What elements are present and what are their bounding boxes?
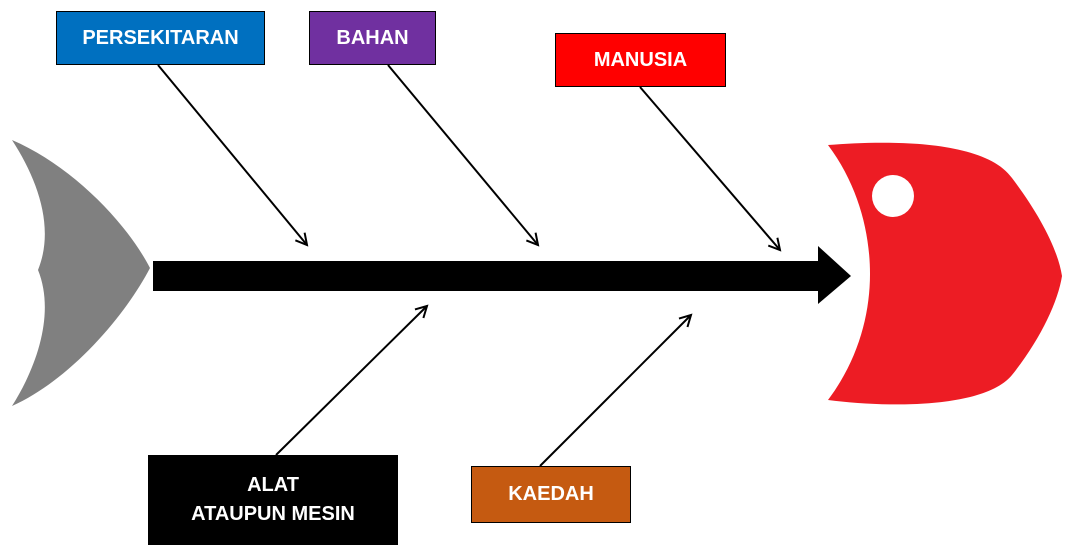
cause-box-bahan: BAHAN: [309, 11, 436, 65]
cause-label-kaedah: KAEDAH: [508, 483, 594, 505]
cause-label-alat-line2: ATAUPUN MESIN: [191, 503, 355, 525]
cause-box-alat: ALAT ATAUPUN MESIN: [148, 455, 398, 545]
fish-spine-arrowhead: [818, 246, 851, 304]
arrow-kaedah: [539, 315, 691, 467]
cause-label-alat-line1: ALAT: [247, 474, 299, 496]
fish-eye: [872, 175, 914, 217]
cause-label-persekitaran: PERSEKITARAN: [82, 26, 239, 49]
cause-box-kaedah: KAEDAH: [471, 466, 631, 523]
fish-tail: [12, 140, 150, 406]
cause-box-manusia: MANUSIA: [555, 33, 726, 87]
cause-box-persekitaran: PERSEKITARAN: [56, 11, 265, 65]
fish-head: [828, 142, 1062, 405]
arrow-bahan: [387, 64, 538, 245]
cause-label-bahan: BAHAN: [336, 26, 409, 49]
arrow-manusia: [639, 86, 780, 250]
arrow-persekitaran: [157, 64, 307, 245]
cause-label-manusia: MANUSIA: [593, 48, 688, 71]
arrow-alat: [275, 306, 427, 456]
fish-spine: [153, 261, 821, 291]
